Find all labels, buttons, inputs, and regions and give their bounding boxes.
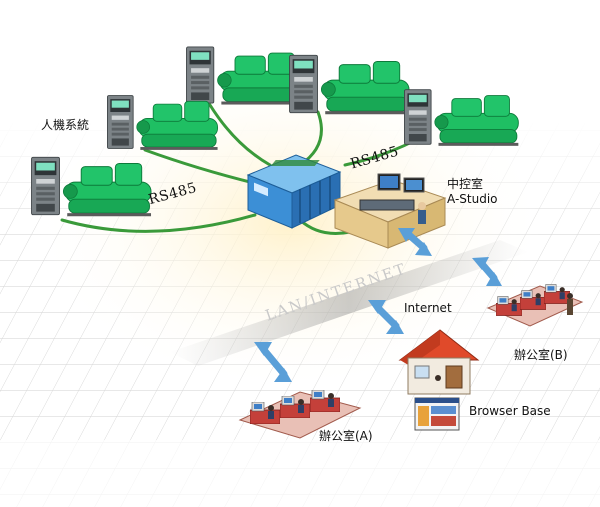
lan-internet-band (170, 240, 528, 366)
control-room-label: 中控室 (447, 177, 484, 191)
chiller-unit-1 (186, 46, 304, 106)
house (398, 329, 480, 395)
chiller-unit-4 (404, 89, 519, 147)
arrow-heads (254, 228, 502, 382)
chiller-unit-2 (289, 54, 410, 115)
office-b (486, 284, 584, 327)
central-controller (246, 154, 342, 229)
internet-label: Internet (404, 301, 452, 315)
chiller-unit-5 (31, 156, 152, 217)
cable-top-chiller (208, 103, 272, 167)
cable-left-chiller (60, 213, 257, 233)
arrow-internet (374, 304, 400, 330)
control-room (333, 173, 447, 249)
chiller-system-label: 人機系統 (41, 118, 90, 132)
office-a-label: 辦公室(A) (319, 429, 373, 443)
browser-base-label: Browser Base (469, 404, 551, 418)
browser-window (414, 397, 460, 431)
office-b-label: 辦公室(B) (514, 348, 568, 362)
chiller-unit-3 (106, 95, 219, 151)
office-a (238, 390, 362, 439)
arrow-office-a (260, 346, 288, 378)
a-studio-label: A-Studio (447, 192, 498, 206)
arrow-control-room (404, 230, 428, 252)
